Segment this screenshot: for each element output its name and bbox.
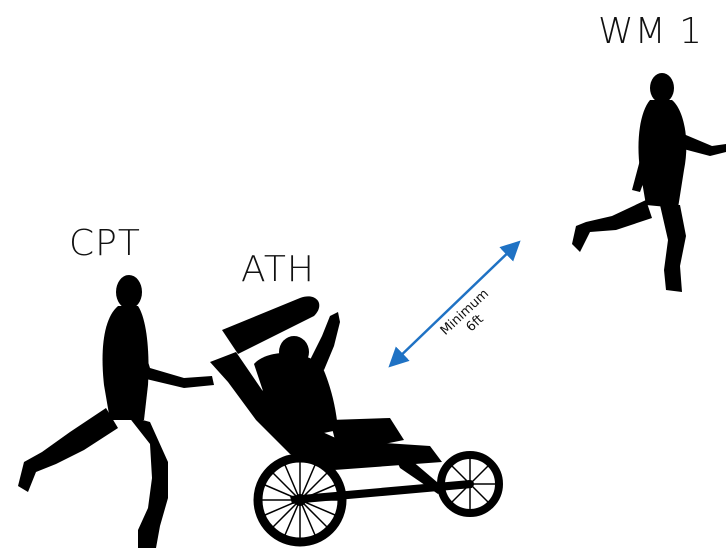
- runner-cpt-silhouette: [18, 275, 214, 548]
- ath-label: ATH: [241, 249, 315, 290]
- wm1-label: WM 1: [598, 11, 704, 52]
- distance-arrow: [388, 240, 521, 368]
- running-stroller-silhouette: [210, 296, 503, 547]
- runner-wm1-silhouette: [572, 73, 726, 292]
- cpt-label: CPT: [69, 223, 141, 264]
